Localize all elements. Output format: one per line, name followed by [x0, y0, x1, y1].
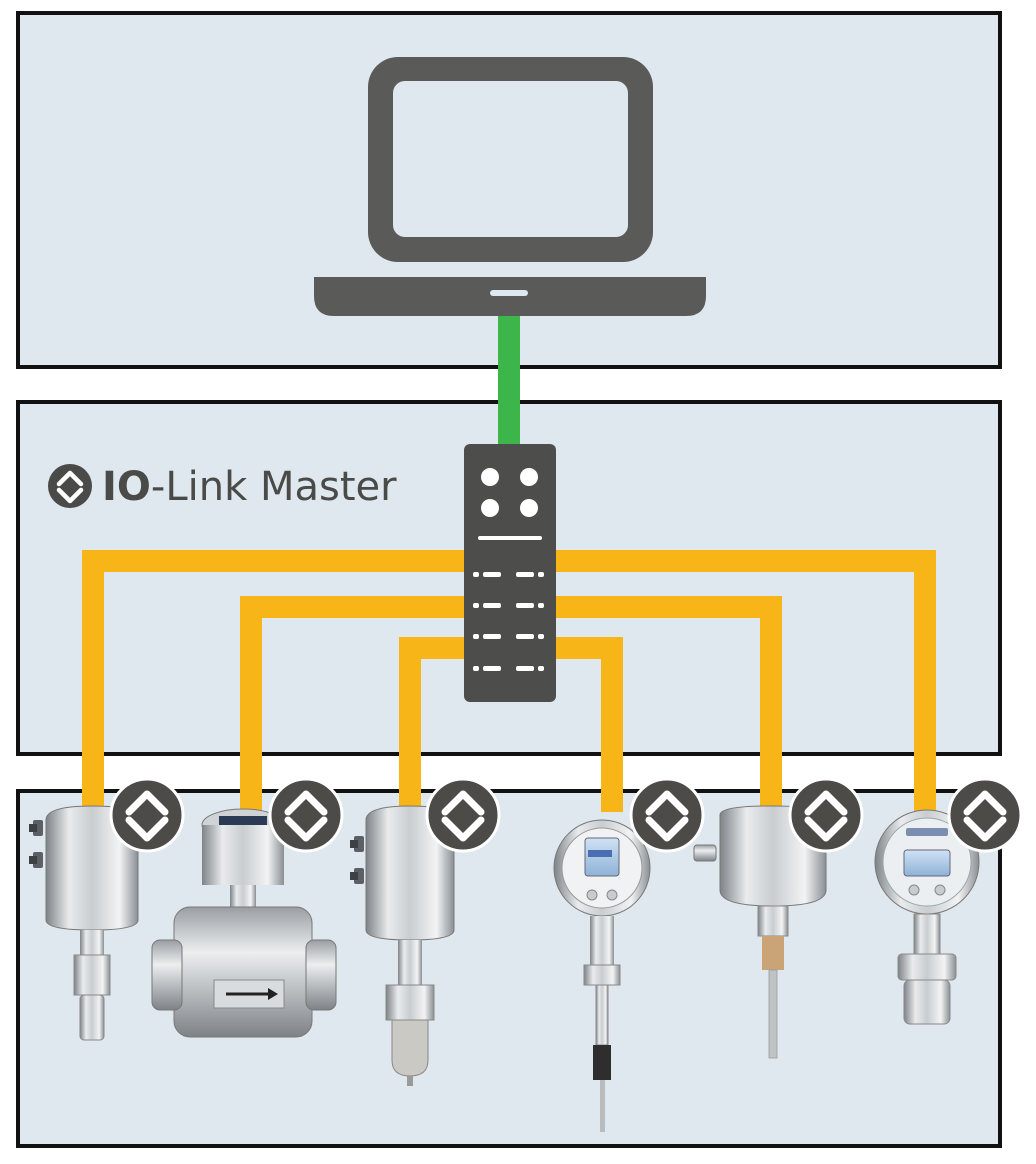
brand-rest: -Link Master — [151, 464, 397, 510]
io-link-master-module — [464, 444, 556, 702]
io-link-badge-icon — [629, 777, 705, 853]
master-title-text: IO-Link Master — [102, 464, 397, 510]
device-4-display-transmitter — [553, 819, 651, 1132]
device-1-sensor — [29, 805, 139, 1041]
io-link-badge-icon — [425, 777, 501, 853]
device-6-pressure-transmitter — [874, 809, 980, 1025]
device-2-flowmeter — [151, 808, 337, 1038]
ethernet-cable — [498, 314, 520, 446]
io-link-badge-icon — [109, 777, 185, 853]
device-3-sensor — [350, 805, 455, 1086]
laptop-icon — [314, 57, 706, 316]
brand-bold: IO — [102, 464, 151, 510]
io-link-icon — [48, 464, 92, 508]
io-link-badge-icon — [788, 777, 864, 853]
io-link-badges — [109, 777, 1023, 853]
io-link-badge-icon — [947, 777, 1023, 853]
io-link-badge-icon — [268, 777, 344, 853]
master-title: IO-Link Master — [48, 464, 397, 510]
